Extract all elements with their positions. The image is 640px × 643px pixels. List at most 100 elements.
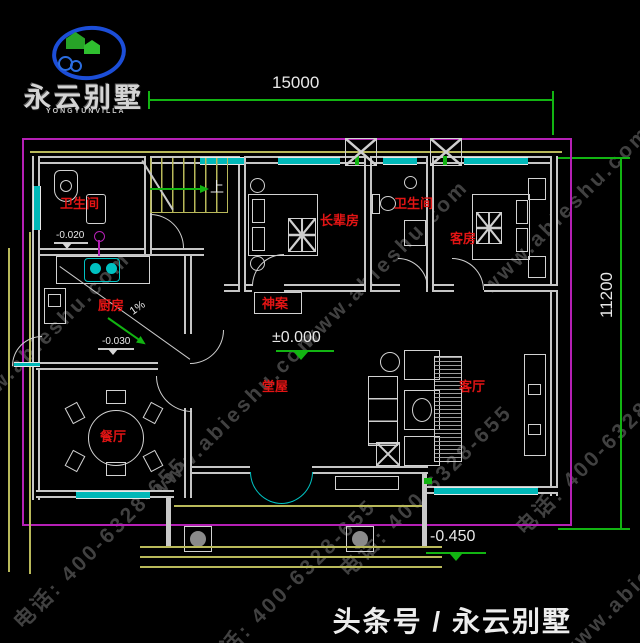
kitchen-counter bbox=[56, 256, 150, 284]
dimension-line-top bbox=[148, 99, 554, 101]
dimension-extension bbox=[558, 528, 612, 530]
wall-exterior-left bbox=[32, 156, 40, 500]
door-sill bbox=[14, 362, 40, 367]
guide-line bbox=[8, 248, 10, 572]
wall-hall-south bbox=[312, 466, 428, 474]
dimension-value-top: 15000 bbox=[272, 73, 320, 92]
room-label-bathroom1: 卫生间 bbox=[60, 196, 100, 211]
door-arc bbox=[190, 330, 224, 364]
plot-border-right bbox=[570, 138, 572, 526]
toilet-icon bbox=[54, 170, 78, 202]
window bbox=[383, 157, 417, 165]
footer-caption: 头条号 / 永云别墅 bbox=[332, 606, 572, 637]
elevation-mark bbox=[98, 348, 134, 350]
toilet-bowl-icon bbox=[60, 180, 72, 192]
wall-kitchen-east bbox=[184, 256, 192, 334]
wall-cabinet bbox=[524, 354, 546, 456]
burner-icon bbox=[106, 263, 117, 274]
guide-line bbox=[174, 505, 426, 507]
porch-wall-left bbox=[166, 496, 171, 546]
elevation-triangle-icon bbox=[294, 352, 308, 360]
logo: 永云别墅 YONGYUNVILLA bbox=[20, 16, 200, 122]
step-line bbox=[140, 566, 442, 568]
elevation-triangle-icon bbox=[62, 243, 72, 249]
room-label-living: 客厅 bbox=[459, 379, 486, 394]
logo-subtitle: YONGYUNVILLA bbox=[46, 108, 126, 115]
quilt-pattern-icon bbox=[476, 212, 502, 244]
stairs bbox=[150, 158, 228, 213]
dimension-tick bbox=[612, 528, 630, 530]
room-label-dining: 餐厅 bbox=[100, 429, 127, 444]
chair bbox=[142, 401, 164, 425]
elevation-kitchen: -0.030 bbox=[102, 336, 131, 347]
wall-hall-north bbox=[484, 284, 558, 292]
wall-kitchen-south bbox=[36, 362, 158, 370]
wall-elder-west bbox=[238, 156, 246, 292]
sink-icon bbox=[86, 194, 106, 224]
table-flower-icon bbox=[412, 398, 432, 422]
altar-table bbox=[254, 292, 302, 314]
elevation-mark bbox=[276, 350, 334, 352]
window bbox=[434, 487, 538, 495]
column-icon bbox=[345, 138, 377, 166]
pillow bbox=[252, 199, 265, 223]
plot-border-top bbox=[22, 138, 572, 140]
pillow bbox=[252, 227, 265, 251]
bath-cabinet-icon bbox=[404, 220, 426, 246]
stairs-arrow bbox=[150, 188, 202, 190]
guide-line bbox=[29, 232, 31, 574]
wall-elder-east bbox=[364, 156, 372, 292]
survey-marker-icon bbox=[94, 231, 105, 242]
plot-border-bottom bbox=[22, 524, 572, 526]
sofa bbox=[368, 376, 398, 446]
logo-title: 永云别墅 bbox=[24, 83, 144, 113]
porch-column-circle-icon bbox=[352, 531, 368, 547]
logo-house-icon bbox=[84, 40, 100, 54]
burner-icon bbox=[90, 263, 101, 274]
logo-swirl-icon bbox=[70, 60, 82, 72]
nightstand bbox=[528, 178, 546, 200]
porch-column-circle-icon bbox=[190, 531, 206, 547]
door-arc bbox=[150, 214, 184, 248]
wall-dining-east bbox=[184, 408, 192, 498]
entry-door-arc bbox=[281, 472, 313, 504]
window bbox=[76, 491, 150, 499]
sink-icon bbox=[44, 288, 66, 324]
door-arc bbox=[398, 258, 428, 288]
logo-house-icon bbox=[66, 32, 85, 49]
step-line bbox=[140, 546, 442, 548]
chair bbox=[106, 390, 126, 404]
corner-table-icon bbox=[376, 442, 400, 466]
room-label-altar: 神案 bbox=[262, 296, 289, 311]
door-arc bbox=[452, 258, 484, 290]
elevation-mark bbox=[426, 552, 486, 554]
wall-exterior-right bbox=[550, 156, 558, 496]
window bbox=[278, 157, 340, 165]
dining-table bbox=[88, 410, 144, 466]
elevation-triangle-icon bbox=[450, 554, 462, 561]
pillow bbox=[516, 200, 528, 224]
stove-icon bbox=[84, 258, 120, 282]
stairs-arrowhead-icon bbox=[200, 185, 209, 193]
toilet-bowl-icon bbox=[380, 196, 396, 211]
entry-door-arc bbox=[250, 472, 282, 504]
nightstand-lamp-icon bbox=[250, 178, 265, 193]
step-line bbox=[140, 556, 442, 558]
dimension-extension bbox=[558, 157, 612, 159]
room-label-kitchen: 厨房 bbox=[98, 298, 125, 313]
room-label-bathroom2: 卫生间 bbox=[394, 196, 434, 211]
dimension-value-right: 11200 bbox=[597, 271, 616, 318]
dimension-extension bbox=[552, 109, 554, 135]
cabinet-item bbox=[528, 384, 541, 395]
column-icon bbox=[430, 138, 462, 166]
wall-tick bbox=[443, 156, 447, 165]
bed bbox=[472, 194, 530, 260]
tv-cabinet bbox=[434, 356, 462, 462]
nightstand bbox=[528, 256, 546, 278]
porch-wall-right bbox=[422, 472, 427, 546]
slope-percent: 1% bbox=[127, 298, 148, 318]
dimension-line-right bbox=[620, 158, 622, 530]
window bbox=[33, 186, 41, 230]
shoe-cabinet bbox=[335, 476, 399, 490]
